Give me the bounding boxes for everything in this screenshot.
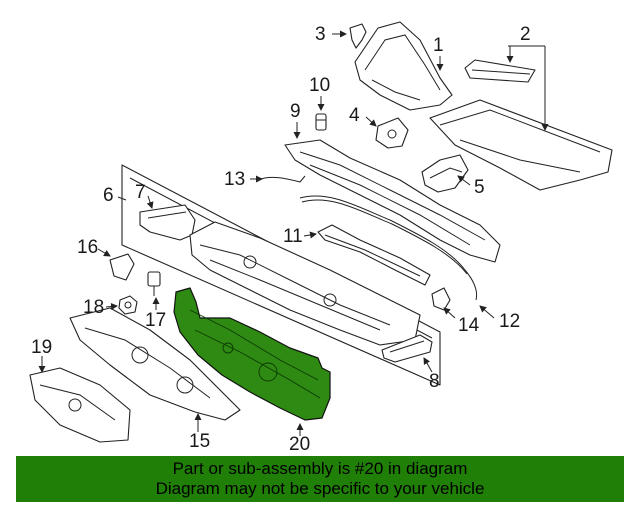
callout-19: 19 bbox=[31, 337, 53, 358]
part-2-cowl-top-panel bbox=[429, 59, 613, 191]
callout-12: 12 bbox=[499, 311, 521, 332]
callout-17: 17 bbox=[145, 310, 167, 331]
part-8-lower-bracket bbox=[381, 334, 433, 363]
banner-line-2: Diagram may not be specific to your vehi… bbox=[155, 479, 485, 498]
part-19-lower-insulator bbox=[29, 367, 131, 443]
callout-14: 14 bbox=[458, 315, 480, 336]
part-3-clip bbox=[349, 23, 367, 49]
part-11-brace bbox=[317, 224, 431, 286]
callout-13: 13 bbox=[224, 169, 246, 190]
part-17-bolt bbox=[147, 271, 161, 296]
parts-diagram bbox=[29, 21, 613, 443]
banner-line-1: Part or sub-assembly is #20 in diagram bbox=[172, 459, 468, 478]
callout-9: 9 bbox=[290, 101, 301, 122]
part-1-upper-cowl bbox=[354, 21, 453, 111]
part-20-dash-insulator-highlighted bbox=[173, 287, 331, 421]
part-16-clip bbox=[109, 253, 135, 281]
callout-6: 6 bbox=[103, 185, 114, 206]
part-14-small-bracket bbox=[431, 287, 451, 311]
callout-8: 8 bbox=[429, 371, 440, 392]
callout-11: 11 bbox=[283, 226, 303, 247]
part-12-cable bbox=[299, 195, 478, 301]
part-4-bracket bbox=[375, 117, 409, 149]
part-15-insulator bbox=[69, 307, 241, 421]
callout-5: 5 bbox=[474, 177, 485, 198]
callout-1: 1 bbox=[433, 35, 444, 56]
leader-lines bbox=[38, 30, 549, 436]
part-10-bolt bbox=[315, 113, 327, 131]
info-banner: Part or sub-assembly is #20 in diagram D… bbox=[16, 456, 624, 502]
part-18-nut bbox=[118, 295, 138, 315]
callout-3: 3 bbox=[315, 24, 326, 45]
callout-2: 2 bbox=[520, 24, 531, 45]
callout-7: 7 bbox=[135, 182, 146, 203]
callout-16: 16 bbox=[77, 237, 99, 258]
dash-panel-structure bbox=[189, 221, 421, 346]
callout-10: 10 bbox=[309, 75, 331, 96]
part-5-side-bracket bbox=[421, 154, 469, 193]
part-7-dash-bracket bbox=[139, 204, 196, 241]
callout-18: 18 bbox=[83, 297, 105, 318]
callout-4: 4 bbox=[349, 105, 360, 126]
part-13-rod bbox=[257, 175, 306, 183]
callout-20: 20 bbox=[289, 434, 311, 455]
part-9-cross-member bbox=[284, 139, 501, 263]
callout-15: 15 bbox=[189, 431, 211, 452]
